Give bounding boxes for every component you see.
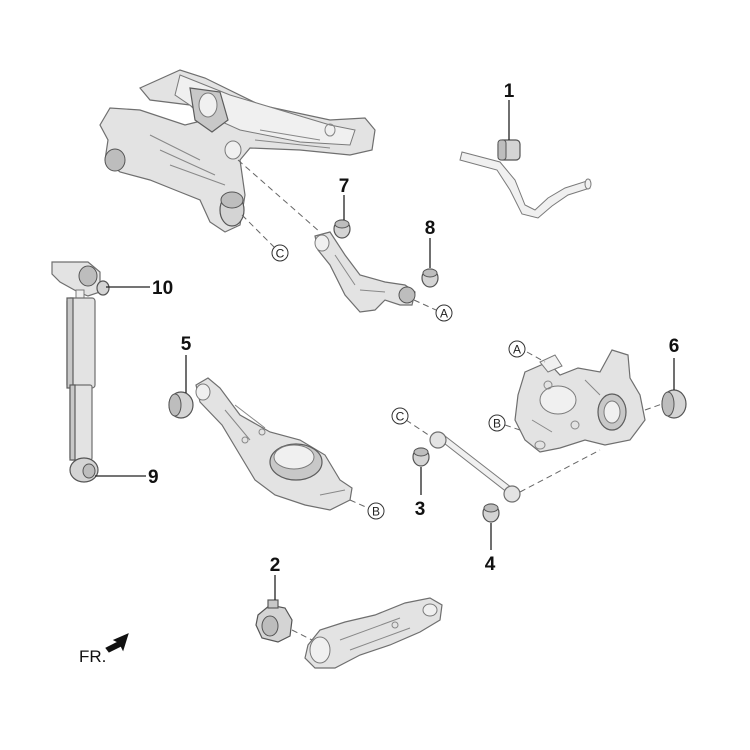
stabilizer-bar (459, 151, 592, 219)
connector-line-c (241, 214, 276, 249)
front-arrow-icon (105, 633, 129, 653)
connector-a-upper-arm: A (435, 304, 453, 322)
front-direction-indicator: FR. (79, 633, 129, 666)
callout-9: 9 (148, 467, 159, 488)
connector-c-toe-link: C (391, 407, 409, 425)
svg-text:A: A (513, 343, 521, 357)
front-direction-label: FR. (79, 647, 106, 666)
knuckle-bushing-6 (661, 389, 687, 419)
callout-5: 5 (181, 334, 192, 355)
callout-6: 6 (669, 336, 680, 357)
callout-8: 8 (425, 218, 436, 239)
connector-line-a-knuckle (526, 351, 546, 363)
svg-text:B: B (493, 417, 501, 431)
toe-link-bushing-4 (482, 503, 500, 523)
trailing-arm-bushing-2 (255, 599, 293, 643)
rear-knuckle (514, 349, 646, 453)
callout-4: 4 (485, 554, 496, 575)
callout-7: 7 (339, 176, 350, 197)
connector-line-b-lower (349, 499, 369, 509)
connector-line-b-knuckle (504, 424, 521, 431)
connector-line-trailing (291, 629, 313, 641)
svg-text:B: B (372, 505, 380, 519)
toe-link-bushing-3 (412, 447, 430, 467)
upper-control-arm (314, 231, 416, 313)
svg-text:C: C (276, 247, 285, 261)
connector-c-subframe: C (271, 244, 289, 262)
connector-line-upper-arm (237, 159, 321, 233)
connector-a-knuckle: A (508, 340, 526, 358)
lower-arm-bushing-5 (168, 391, 194, 419)
trailing-arm (304, 597, 443, 669)
connector-line-a-upper (413, 299, 437, 311)
connector-b-lower-arm: B (367, 502, 385, 520)
upper-arm-bushing-8 (421, 268, 439, 288)
connector-line-c-toe (405, 419, 431, 437)
toe-control-link (429, 431, 521, 503)
connector-line-knuckle-bushing (644, 403, 663, 411)
callout-10: 10 (152, 278, 173, 299)
upper-arm-bushing-7 (333, 219, 351, 239)
lower-control-arm (195, 377, 353, 511)
connector-line-toe-knuckle (519, 449, 601, 493)
callout-3: 3 (415, 499, 426, 520)
svg-text:A: A (440, 307, 448, 321)
svg-text:C: C (396, 410, 405, 424)
stabilizer-bar-bushing (497, 139, 521, 161)
shock-absorber (51, 261, 110, 483)
callout-1: 1 (504, 81, 515, 102)
rear-subframe (99, 69, 376, 233)
callout-2: 2 (270, 555, 281, 576)
connector-b-knuckle: B (488, 414, 506, 432)
